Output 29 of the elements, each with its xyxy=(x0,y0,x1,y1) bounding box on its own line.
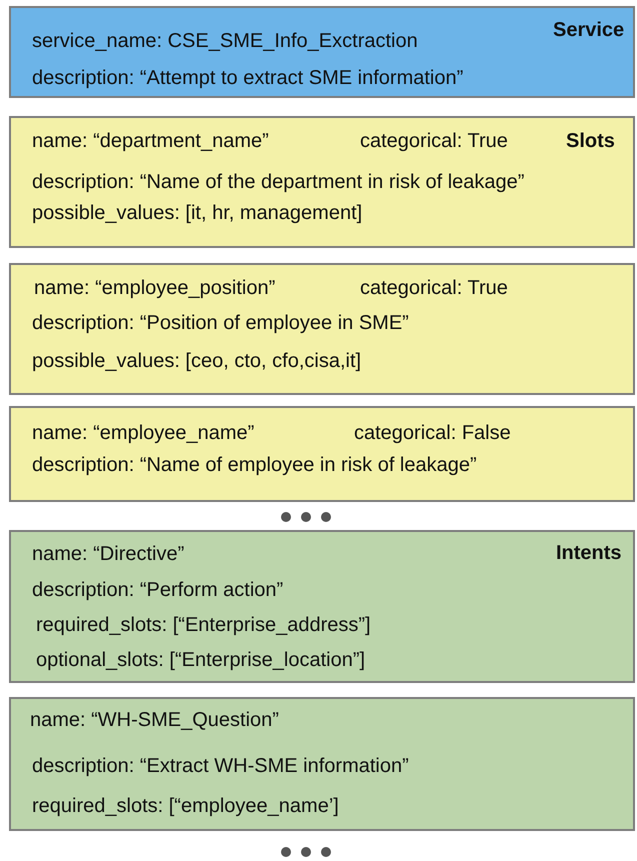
section-heading: Intents xyxy=(556,541,622,565)
info-card xyxy=(9,406,635,502)
field-text: possible_values: [ceo, cto, cfo,cisa,it] xyxy=(32,349,362,373)
section-heading: Slots xyxy=(566,129,615,153)
field-text: description: “Extract WH-SME information” xyxy=(32,754,409,778)
field-text: description: “Name of the department in risk of leakage” xyxy=(32,170,524,194)
info-card xyxy=(9,530,635,683)
field-text: name: “employee_name” xyxy=(32,421,254,445)
field-text: categorical: False xyxy=(354,421,511,445)
info-card xyxy=(9,6,635,98)
field-text: name: “department_name” xyxy=(32,129,269,153)
field-text: name: “Directive” xyxy=(32,542,184,566)
field-text: name: “WH-SME_Question” xyxy=(30,708,279,732)
section-heading: Service xyxy=(553,18,624,42)
field-text: description: “Perform action” xyxy=(32,578,284,602)
info-card xyxy=(9,697,635,831)
field-text: description: “Position of employee in SME” xyxy=(32,311,409,335)
field-text: required_slots: [“Enterprise_address”] xyxy=(36,613,371,637)
field-text: categorical: True xyxy=(360,276,508,300)
field-text: required_slots: [“employee_name’] xyxy=(32,794,339,818)
info-card xyxy=(9,116,635,248)
field-text: categorical: True xyxy=(360,129,508,153)
field-text: optional_slots: [“Enterprise_location”] xyxy=(36,648,366,672)
info-card xyxy=(9,263,635,395)
field-text: description: “Attempt to extract SME information” xyxy=(32,66,464,90)
field-text: service_name: CSE_SME_Info_Exctraction xyxy=(32,29,418,53)
field-text: description: “Name of employee in risk of leakage” xyxy=(32,453,477,477)
field-text: possible_values: [it, hr, management] xyxy=(32,201,362,225)
field-text: name: “employee_position” xyxy=(34,276,276,300)
